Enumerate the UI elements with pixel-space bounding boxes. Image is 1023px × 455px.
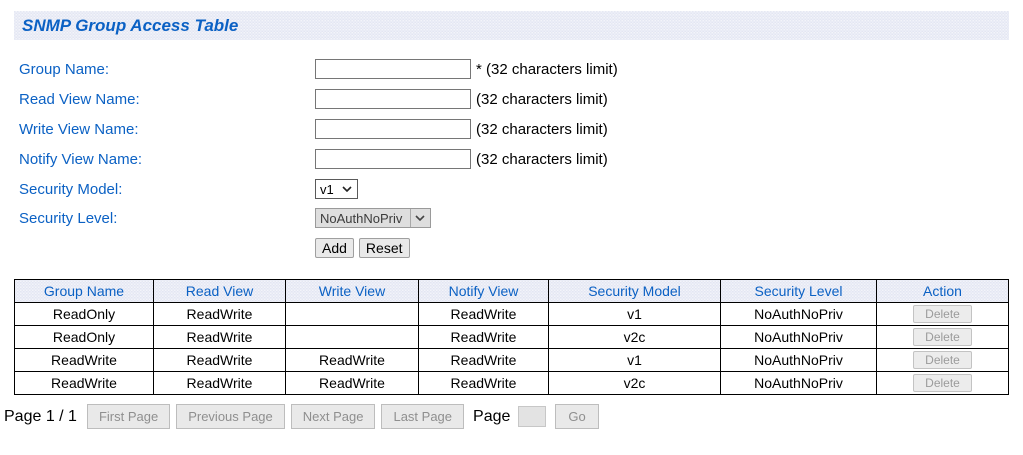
table-row: ReadWrite ReadWrite ReadWrite ReadWrite … [14,371,1009,395]
cell-read-view: ReadWrite [153,325,286,349]
page-status: Page 1 / 1 [4,407,77,425]
cell-notify-view: ReadWrite [418,325,549,349]
write-view-row: Write View Name: (32 characters limit) [19,119,1023,139]
cell-write-view: ReadWrite [285,371,419,395]
cell-security-level: NoAuthNoPriv [720,348,877,372]
table-row: ReadOnly ReadWrite ReadWrite v1 NoAuthNo… [14,302,1009,326]
security-model-select[interactable]: v1 [315,179,358,199]
first-page-button[interactable]: First Page [86,404,171,429]
security-model-value: v1 [320,181,334,197]
chevron-down-icon [340,186,354,192]
security-level-value: NoAuthNoPriv [320,210,403,226]
table-row: ReadOnly ReadWrite ReadWrite v2c NoAuthN… [14,325,1009,349]
cell-notify-view: ReadWrite [418,348,549,372]
last-page-button[interactable]: Last Page [381,404,465,429]
col-header-notify-view: Notify View [418,279,549,303]
security-level-label: Security Level: [19,209,118,227]
col-header-read-view: Read View [153,279,286,303]
chevron-down-icon [410,209,427,227]
write-view-label: Write View Name: [19,120,139,138]
add-button[interactable]: Add [315,238,354,258]
read-view-input[interactable] [315,89,471,109]
delete-button[interactable]: Delete [913,305,972,323]
security-level-row: Security Level: NoAuthNoPriv [19,208,1023,228]
cell-action: Delete [876,348,1009,372]
cell-group-name: ReadOnly [14,302,154,326]
group-name-note: * (32 characters limit) [476,60,618,78]
cell-read-view: ReadWrite [153,302,286,326]
next-page-button[interactable]: Next Page [290,404,376,429]
table-row: ReadWrite ReadWrite ReadWrite ReadWrite … [14,348,1009,372]
snmp-group-form: Group Name: * (32 characters limit) Read… [19,59,1023,258]
cell-group-name: ReadOnly [14,325,154,349]
read-view-note: (32 characters limit) [476,90,608,108]
notify-view-note: (32 characters limit) [476,150,608,168]
cell-security-model: v2c [548,325,721,349]
col-header-group-name: Group Name [14,279,154,303]
notify-view-input[interactable] [315,149,471,169]
cell-security-model: v1 [548,302,721,326]
page-title: SNMP Group Access Table [22,15,239,35]
cell-write-view [285,325,419,349]
page-title-bar: SNMP Group Access Table [14,11,1009,40]
previous-page-button[interactable]: Previous Page [176,404,285,429]
cell-action: Delete [876,325,1009,349]
read-view-row: Read View Name: (32 characters limit) [19,89,1023,109]
pagination-bar: Page 1 / 1 First Page Previous Page Next… [4,404,1023,429]
group-name-row: Group Name: * (32 characters limit) [19,59,1023,79]
reset-button[interactable]: Reset [358,238,410,258]
write-view-input[interactable] [315,119,471,139]
form-buttons: Add Reset [315,238,1023,258]
col-header-security-model: Security Model [548,279,721,303]
cell-read-view: ReadWrite [153,348,286,372]
cell-security-model: v2c [548,371,721,395]
cell-read-view: ReadWrite [153,371,286,395]
page-number-input[interactable] [518,406,547,427]
group-name-label: Group Name: [19,60,110,78]
table-header-row: Group Name Read View Write View Notify V… [14,279,1009,303]
go-button[interactable]: Go [555,404,599,429]
security-model-label: Security Model: [19,180,123,198]
cell-write-view [285,302,419,326]
col-header-action: Action [876,279,1009,303]
cell-group-name: ReadWrite [14,371,154,395]
security-level-select[interactable]: NoAuthNoPriv [315,208,432,228]
notify-view-row: Notify View Name: (32 characters limit) [19,149,1023,169]
cell-security-level: NoAuthNoPriv [720,325,877,349]
cell-group-name: ReadWrite [14,348,154,372]
delete-button[interactable]: Delete [913,374,972,392]
group-name-input[interactable] [315,59,471,79]
cell-write-view: ReadWrite [285,348,419,372]
snmp-group-access-table: Group Name Read View Write View Notify V… [14,279,1009,395]
delete-button[interactable]: Delete [913,328,972,346]
cell-security-level: NoAuthNoPriv [720,371,877,395]
col-header-write-view: Write View [285,279,419,303]
cell-notify-view: ReadWrite [418,302,549,326]
read-view-label: Read View Name: [19,90,140,108]
write-view-note: (32 characters limit) [476,120,608,138]
cell-action: Delete [876,302,1009,326]
cell-notify-view: ReadWrite [418,371,549,395]
security-model-row: Security Model: v1 [19,179,1023,199]
cell-security-model: v1 [548,348,721,372]
cell-security-level: NoAuthNoPriv [720,302,877,326]
page-input-label: Page [473,407,511,425]
col-header-security-level: Security Level [720,279,877,303]
delete-button[interactable]: Delete [913,351,972,369]
notify-view-label: Notify View Name: [19,150,143,168]
cell-action: Delete [876,371,1009,395]
